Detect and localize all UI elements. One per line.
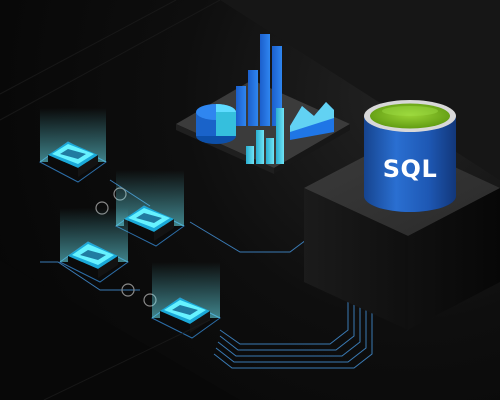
server-node-1 [39,108,107,183]
background-lower-shadow [0,260,240,400]
bar-chart-icon [236,34,282,126]
database-icon [364,100,456,212]
database-label: SQL [382,155,438,183]
server-node-4 [151,262,221,339]
pie-chart-icon [196,104,236,144]
server-node-3 [59,208,129,283]
line-chart-icon [290,102,334,140]
teal-bar-chart-icon [246,108,284,164]
decorative-depth-lines [0,0,221,400]
